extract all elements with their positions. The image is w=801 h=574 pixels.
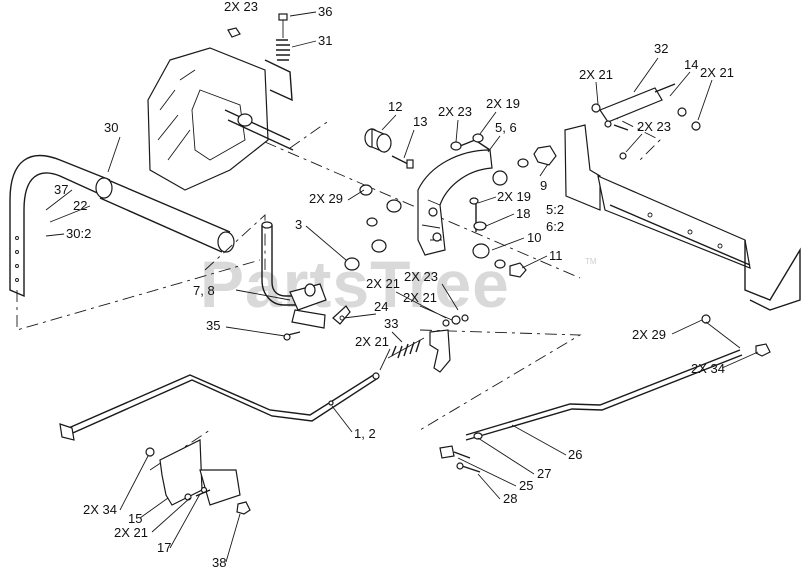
control-rod-part-26 <box>465 314 771 441</box>
callout-2x21-tr-a: 2X 21 <box>579 67 613 82</box>
lever-bracket-part-5-6 <box>417 139 493 256</box>
damper-part-32 <box>591 83 701 160</box>
callout-1-2: 1, 2 <box>354 426 376 441</box>
callout-15: 15 <box>128 511 142 526</box>
callout-2x34-left: 2X 34 <box>83 502 117 517</box>
frame-rail-assembly <box>564 124 801 311</box>
washer-part-27 <box>473 432 483 440</box>
callout-labels: 2X 23 36 31 30 37 22 30:2 12 13 2X 23 2X… <box>54 0 734 570</box>
callout-12: 12 <box>388 99 402 114</box>
callout-2x21-c: 2X 21 <box>355 334 389 349</box>
pivot-rod-part-7-8 <box>261 221 327 329</box>
callout-2x21-left: 2X 21 <box>114 525 148 540</box>
spring-part-33 <box>387 337 425 359</box>
callout-17: 17 <box>157 540 171 555</box>
callout-10: 10 <box>527 230 541 245</box>
callout-24: 24 <box>374 299 388 314</box>
callout-6-2: 6:2 <box>546 219 564 234</box>
callout-38: 38 <box>212 555 226 570</box>
callout-2x19-mid: 2X 19 <box>497 189 531 204</box>
watermark-trademark: TM <box>585 257 597 266</box>
callout-2x29-right: 2X 29 <box>632 327 666 342</box>
bolt-part-25 <box>439 445 471 459</box>
callout-2x21-a: 2X 21 <box>366 276 400 291</box>
lever-arm-part <box>429 314 469 373</box>
callout-25: 25 <box>519 478 533 493</box>
callout-2x23-lower: 2X 23 <box>404 269 438 284</box>
mounting-plate-assembly <box>147 47 294 191</box>
callout-9: 9 <box>540 178 547 193</box>
bracket-part-15 <box>145 439 251 515</box>
callout-11: 11 <box>549 248 563 263</box>
callout-30: 30 <box>104 120 118 135</box>
callout-7-8: 7, 8 <box>193 283 215 298</box>
callout-37: 37 <box>54 182 68 197</box>
callout-31: 31 <box>318 33 332 48</box>
callout-leaders <box>45 11 759 563</box>
callout-30-2: 30:2 <box>66 226 91 241</box>
callout-14: 14 <box>684 57 698 72</box>
callout-2x29-left: 2X 29 <box>309 191 343 206</box>
callout-2x19-top: 2X 19 <box>486 96 520 111</box>
callout-18: 18 <box>516 206 530 221</box>
callout-36: 36 <box>318 4 332 19</box>
bolt-part-13 <box>391 155 414 169</box>
nut-part-23-top <box>227 27 241 38</box>
bushing-part-12 <box>364 128 392 153</box>
callout-2x21-tr-b: 2X 21 <box>700 65 734 80</box>
callout-2x34-right: 2X 34 <box>691 361 725 376</box>
callout-3: 3 <box>295 217 302 232</box>
callout-28: 28 <box>503 491 517 506</box>
callout-2x23-tr: 2X 23 <box>637 119 671 134</box>
callout-2x23-top: 2X 23 <box>224 0 258 14</box>
callout-32: 32 <box>654 41 668 56</box>
bolt-part-35 <box>283 331 301 341</box>
callout-33: 33 <box>384 316 398 331</box>
callout-26: 26 <box>568 447 582 462</box>
callout-27: 27 <box>537 466 551 481</box>
callout-5-6: 5, 6 <box>495 120 517 135</box>
bolt-part-28 <box>456 462 481 473</box>
callout-22: 22 <box>73 198 87 213</box>
washer-set-center <box>344 133 557 278</box>
callout-5-2: 5:2 <box>546 202 564 217</box>
callout-13: 13 <box>413 114 427 129</box>
callout-2x23-mid: 2X 23 <box>438 104 472 119</box>
spring-part-31 <box>276 13 290 61</box>
callout-35: 35 <box>206 318 220 333</box>
callout-2x21-b: 2X 21 <box>403 290 437 305</box>
control-rod-part-1-2 <box>59 372 380 441</box>
